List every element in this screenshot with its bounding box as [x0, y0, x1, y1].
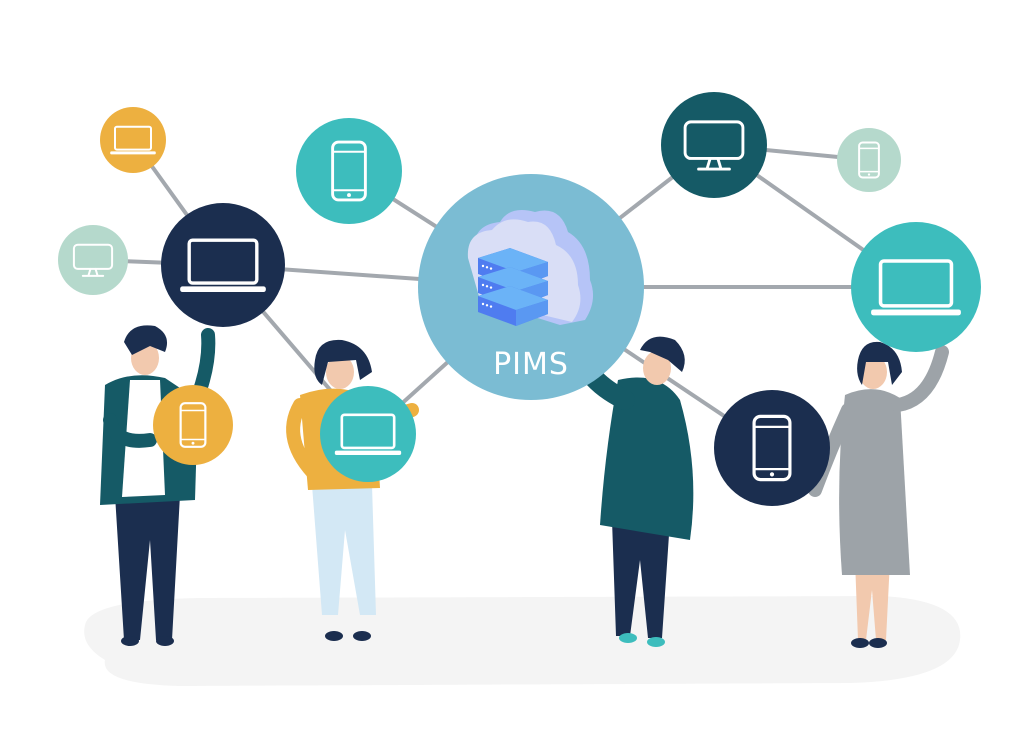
node-teal-laptop-right [851, 222, 981, 352]
server-top [478, 286, 548, 310]
cloud-server-icon [467, 209, 594, 326]
hair [640, 336, 685, 372]
person-woman-gray [808, 341, 949, 648]
server-led [489, 267, 493, 270]
shoe [851, 638, 869, 648]
shoe [121, 636, 139, 646]
phone-button [347, 193, 351, 198]
node-navy-laptop [161, 203, 285, 327]
arm [103, 413, 157, 448]
laptop-base [110, 151, 156, 155]
server-led [489, 305, 493, 308]
server-top [478, 248, 548, 272]
server-top [478, 267, 548, 291]
head [643, 351, 671, 385]
node-circle [320, 386, 416, 482]
node-teal-laptop-center [320, 386, 416, 482]
floor-shadow [84, 596, 961, 686]
laptop-screen [187, 238, 259, 285]
server-side [516, 300, 548, 326]
hair [124, 325, 168, 355]
monitor-screen [683, 120, 745, 160]
legs [855, 560, 890, 640]
server-led [489, 286, 493, 289]
phone-body [331, 140, 367, 202]
server-led [481, 302, 485, 306]
phone-body [752, 414, 792, 482]
monitor-stand [81, 267, 105, 277]
shoe [869, 638, 887, 648]
node-orange-phone [153, 385, 233, 465]
laptop-screen [114, 125, 152, 151]
smartphone-icon [179, 402, 207, 448]
hair [314, 339, 372, 385]
monitor-icon [683, 120, 745, 171]
torso [600, 377, 694, 540]
monitor-icon [72, 243, 114, 277]
laptop-base [180, 286, 266, 293]
node-circle [296, 118, 402, 224]
arm [193, 328, 216, 397]
node-circle [161, 203, 285, 327]
pims-hub: PIMS [418, 174, 644, 400]
phone-body [858, 141, 880, 179]
server-led [485, 285, 489, 288]
laptop-base [334, 450, 402, 455]
node-circle [661, 92, 767, 198]
node-circle [714, 390, 830, 506]
device-nodes [58, 92, 981, 506]
laptop-icon [110, 125, 156, 155]
hub-label: PIMS [493, 347, 569, 382]
node-teal-phone [296, 118, 402, 224]
server-led [481, 264, 485, 268]
legs [612, 520, 670, 638]
smartphone-icon [752, 414, 792, 482]
monitor-screen [72, 243, 114, 270]
smartphone-icon [858, 141, 880, 179]
monitor-stand [697, 157, 731, 171]
floor-shape [84, 596, 961, 686]
node-circle [851, 222, 981, 352]
arm [891, 345, 949, 412]
phone-button [867, 173, 871, 176]
hair [857, 341, 902, 385]
torso [839, 389, 910, 575]
node-orange-laptop [100, 107, 166, 173]
laptop-icon [334, 413, 402, 455]
person-woman-yellow [286, 339, 419, 641]
node-mint-monitor [58, 225, 128, 295]
shoe [647, 637, 665, 647]
person-man-left [100, 325, 216, 646]
laptop-icon [180, 238, 266, 293]
laptop-screen [340, 413, 396, 450]
node-circle [100, 107, 166, 173]
phone-button [191, 441, 195, 445]
legs [312, 485, 376, 615]
laptop-screen [878, 259, 954, 308]
server-led [485, 266, 489, 269]
phone-button [769, 472, 775, 477]
node-circle [58, 225, 128, 295]
laptop-icon [871, 259, 961, 316]
phone-body [179, 402, 207, 448]
arm [286, 398, 325, 485]
server-led [485, 304, 489, 307]
shoe [619, 633, 637, 643]
node-circle [153, 385, 233, 465]
head [859, 355, 887, 389]
node-circle [837, 128, 901, 192]
legs [115, 495, 180, 640]
shoe [353, 631, 371, 641]
node-navy-phone [714, 390, 830, 506]
laptop-base [871, 309, 961, 316]
smartphone-icon [331, 140, 367, 202]
head [326, 355, 354, 389]
shoe [325, 631, 343, 641]
shoe [156, 636, 174, 646]
node-dark-teal-monitor [661, 92, 767, 198]
server-led [481, 283, 485, 287]
node-mint-phone [837, 128, 901, 192]
